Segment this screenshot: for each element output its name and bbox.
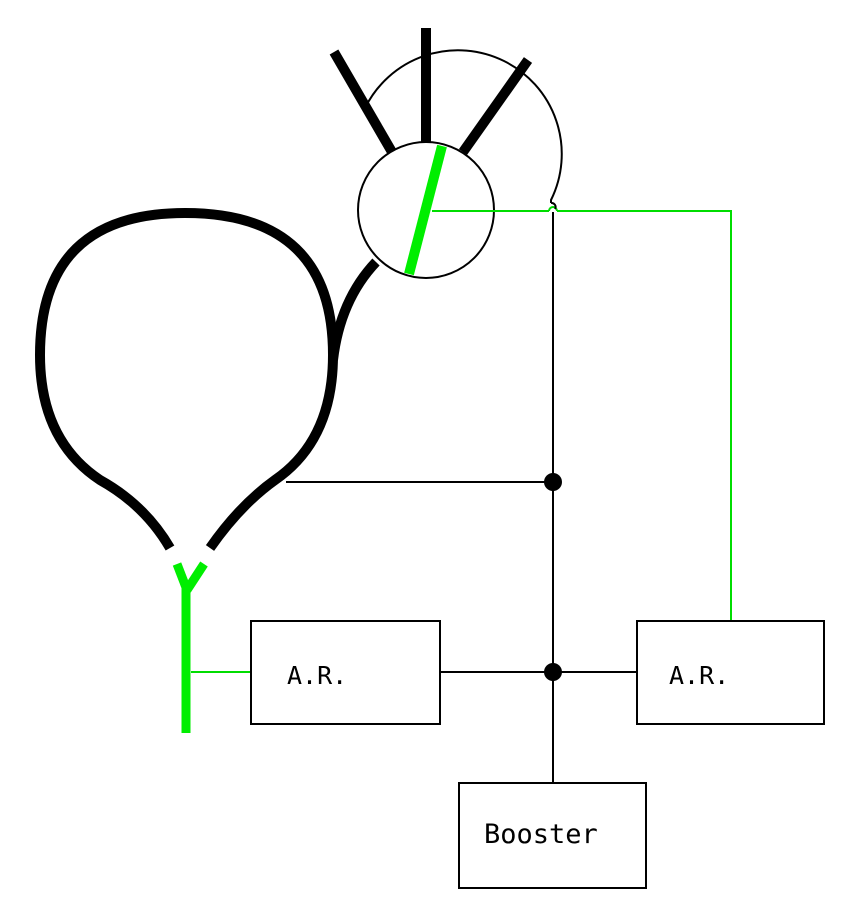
ar-left-box-frame <box>250 620 441 725</box>
turntable-hop-black <box>550 201 557 210</box>
junction-dot-upper <box>544 473 562 491</box>
ar-left-box: A.R. <box>250 620 441 725</box>
turntable-feeder-arc <box>364 49 563 203</box>
turntable-signal-wire <box>432 210 732 622</box>
ar-right-box-frame <box>636 620 825 725</box>
junction-dot-lower <box>544 663 562 681</box>
booster-label: Booster <box>484 819 598 850</box>
radial-track-left <box>329 49 397 155</box>
turntable-radial-tracks <box>329 28 533 155</box>
booster-box: Booster <box>458 782 647 889</box>
booster-box-frame <box>458 782 647 889</box>
loop-left-half <box>34 207 339 551</box>
ar-right-box: A.R. <box>636 620 825 725</box>
ar-right-label: A.R. <box>669 661 729 690</box>
radial-track-right <box>458 57 533 155</box>
power-bus-wires <box>286 201 637 783</box>
wire-crossover-hop <box>548 206 558 212</box>
reversing-loop-track <box>34 207 380 551</box>
turntable-bridge <box>404 144 447 276</box>
ar-left-label: A.R. <box>287 661 347 690</box>
reversing-section-track <box>172 561 208 733</box>
loop-to-turntable-track <box>328 258 380 361</box>
y-branch-right <box>183 561 208 593</box>
